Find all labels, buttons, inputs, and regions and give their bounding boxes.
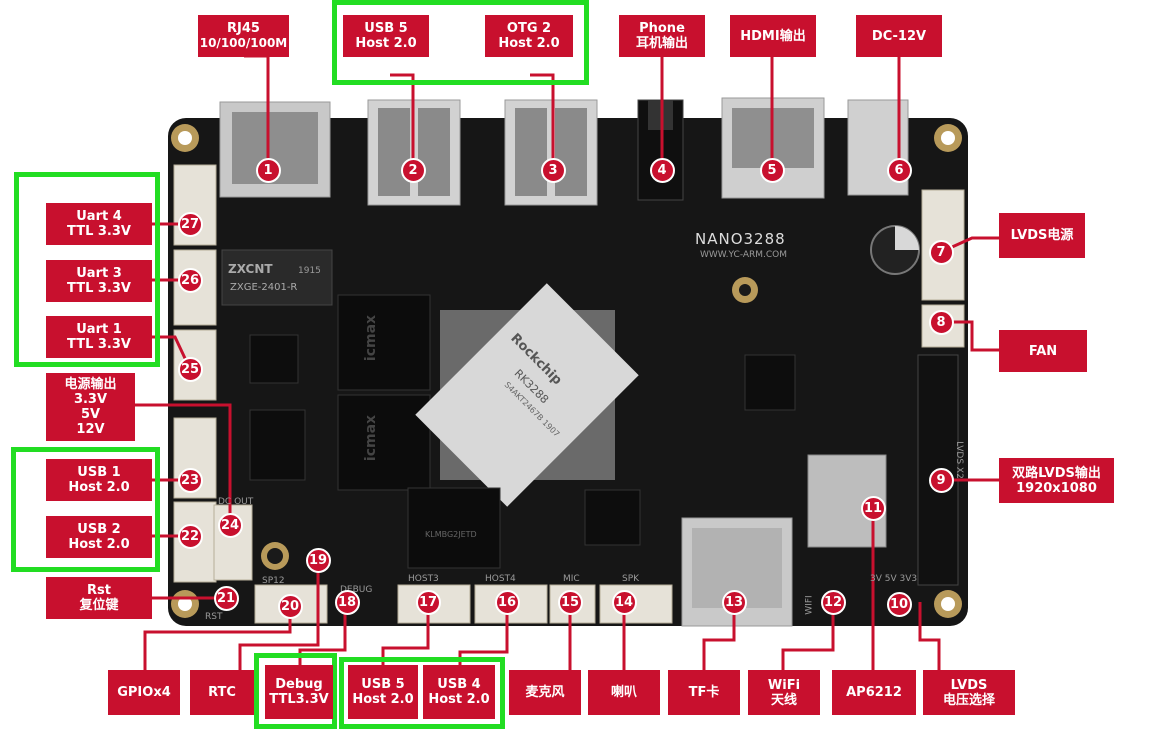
badge-2: 2 (400, 157, 426, 183)
group-top-usb (332, 0, 589, 85)
ic1-number: 1915 (298, 266, 321, 276)
label-tf: TF卡 (668, 670, 740, 715)
badge-23: 23 (177, 467, 203, 493)
ram-brand-2: icmax (363, 414, 380, 462)
badge-9: 9 (928, 467, 954, 493)
ram-brand-1: icmax (363, 314, 380, 362)
group-usb-left (11, 447, 160, 572)
label-gpio: GPIOx4 (108, 670, 180, 715)
ic2-name: ZXGE-2401-R (230, 282, 298, 293)
badge-13: 13 (721, 589, 747, 615)
label-mic: 麦克风 (509, 670, 581, 715)
board-name: NANO3288 (695, 230, 786, 248)
silk-host4: HOST4 (485, 574, 516, 584)
label-dc: DC-12V (856, 15, 942, 57)
badge-21: 21 (213, 585, 239, 611)
soc-heatspreader (415, 283, 639, 507)
badge-17: 17 (415, 589, 441, 615)
emmc-chip (407, 487, 501, 569)
badge-27: 27 (177, 211, 203, 237)
group-usb-bottom (339, 657, 505, 729)
badge-3: 3 (540, 157, 566, 183)
silk-debug: DEBUG (340, 585, 373, 595)
silk-host3: HOST3 (408, 574, 439, 584)
badge-12: 12 (820, 589, 846, 615)
ic-bottom (584, 489, 641, 546)
silk-voltage: 3V 5V 3V3 (870, 574, 918, 584)
badge-5: 5 (759, 157, 785, 183)
label-speaker: 喇叭 (588, 670, 660, 715)
silk-spk: SPK (622, 574, 640, 584)
badge-19: 19 (305, 547, 331, 573)
silk-rst: RST (205, 612, 223, 622)
badge-18: 18 (334, 589, 360, 615)
badge-15: 15 (557, 589, 583, 615)
silk-dcout: DC OUT (218, 497, 254, 507)
label-fan: FAN (999, 330, 1087, 372)
silk-mic: MIC (563, 574, 580, 584)
silk-wifi: WIFI (804, 595, 815, 615)
badge-14: 14 (611, 589, 637, 615)
label-hdmi: HDMI输出 (730, 15, 816, 57)
ic-left-2 (249, 409, 306, 481)
label-rtc: RTC (190, 670, 254, 715)
ram-chip-2 (337, 394, 431, 491)
badge-25: 25 (177, 356, 203, 382)
badge-4: 4 (649, 157, 675, 183)
badge-1: 1 (255, 157, 281, 183)
ram-chip-1 (337, 294, 431, 391)
ic-zxcnt (221, 249, 333, 306)
emmc-label: KLMBG2JETD (425, 530, 477, 539)
badge-16: 16 (494, 589, 520, 615)
badge-8: 8 (928, 309, 954, 335)
label-ap6212: AP6212 (832, 670, 916, 715)
label-lvds-power: LVDS电源 (999, 213, 1085, 258)
badge-7: 7 (928, 239, 954, 265)
group-uart (14, 172, 160, 367)
silk-sp12: SP12 (262, 576, 285, 586)
ic-right (744, 354, 796, 411)
silk-lvds: LVDS X2 (953, 441, 964, 479)
badge-11: 11 (860, 495, 886, 521)
badge-26: 26 (177, 267, 203, 293)
ic1-name: ZXCNT (228, 262, 273, 276)
badge-24: 24 (217, 512, 243, 538)
badge-10: 10 (886, 591, 912, 617)
board-url: WWW.YC-ARM.COM (700, 250, 788, 260)
badge-6: 6 (886, 157, 912, 183)
badge-22: 22 (177, 523, 203, 549)
ic-left (249, 334, 299, 384)
group-debug (254, 653, 337, 729)
badge-20: 20 (277, 593, 303, 619)
